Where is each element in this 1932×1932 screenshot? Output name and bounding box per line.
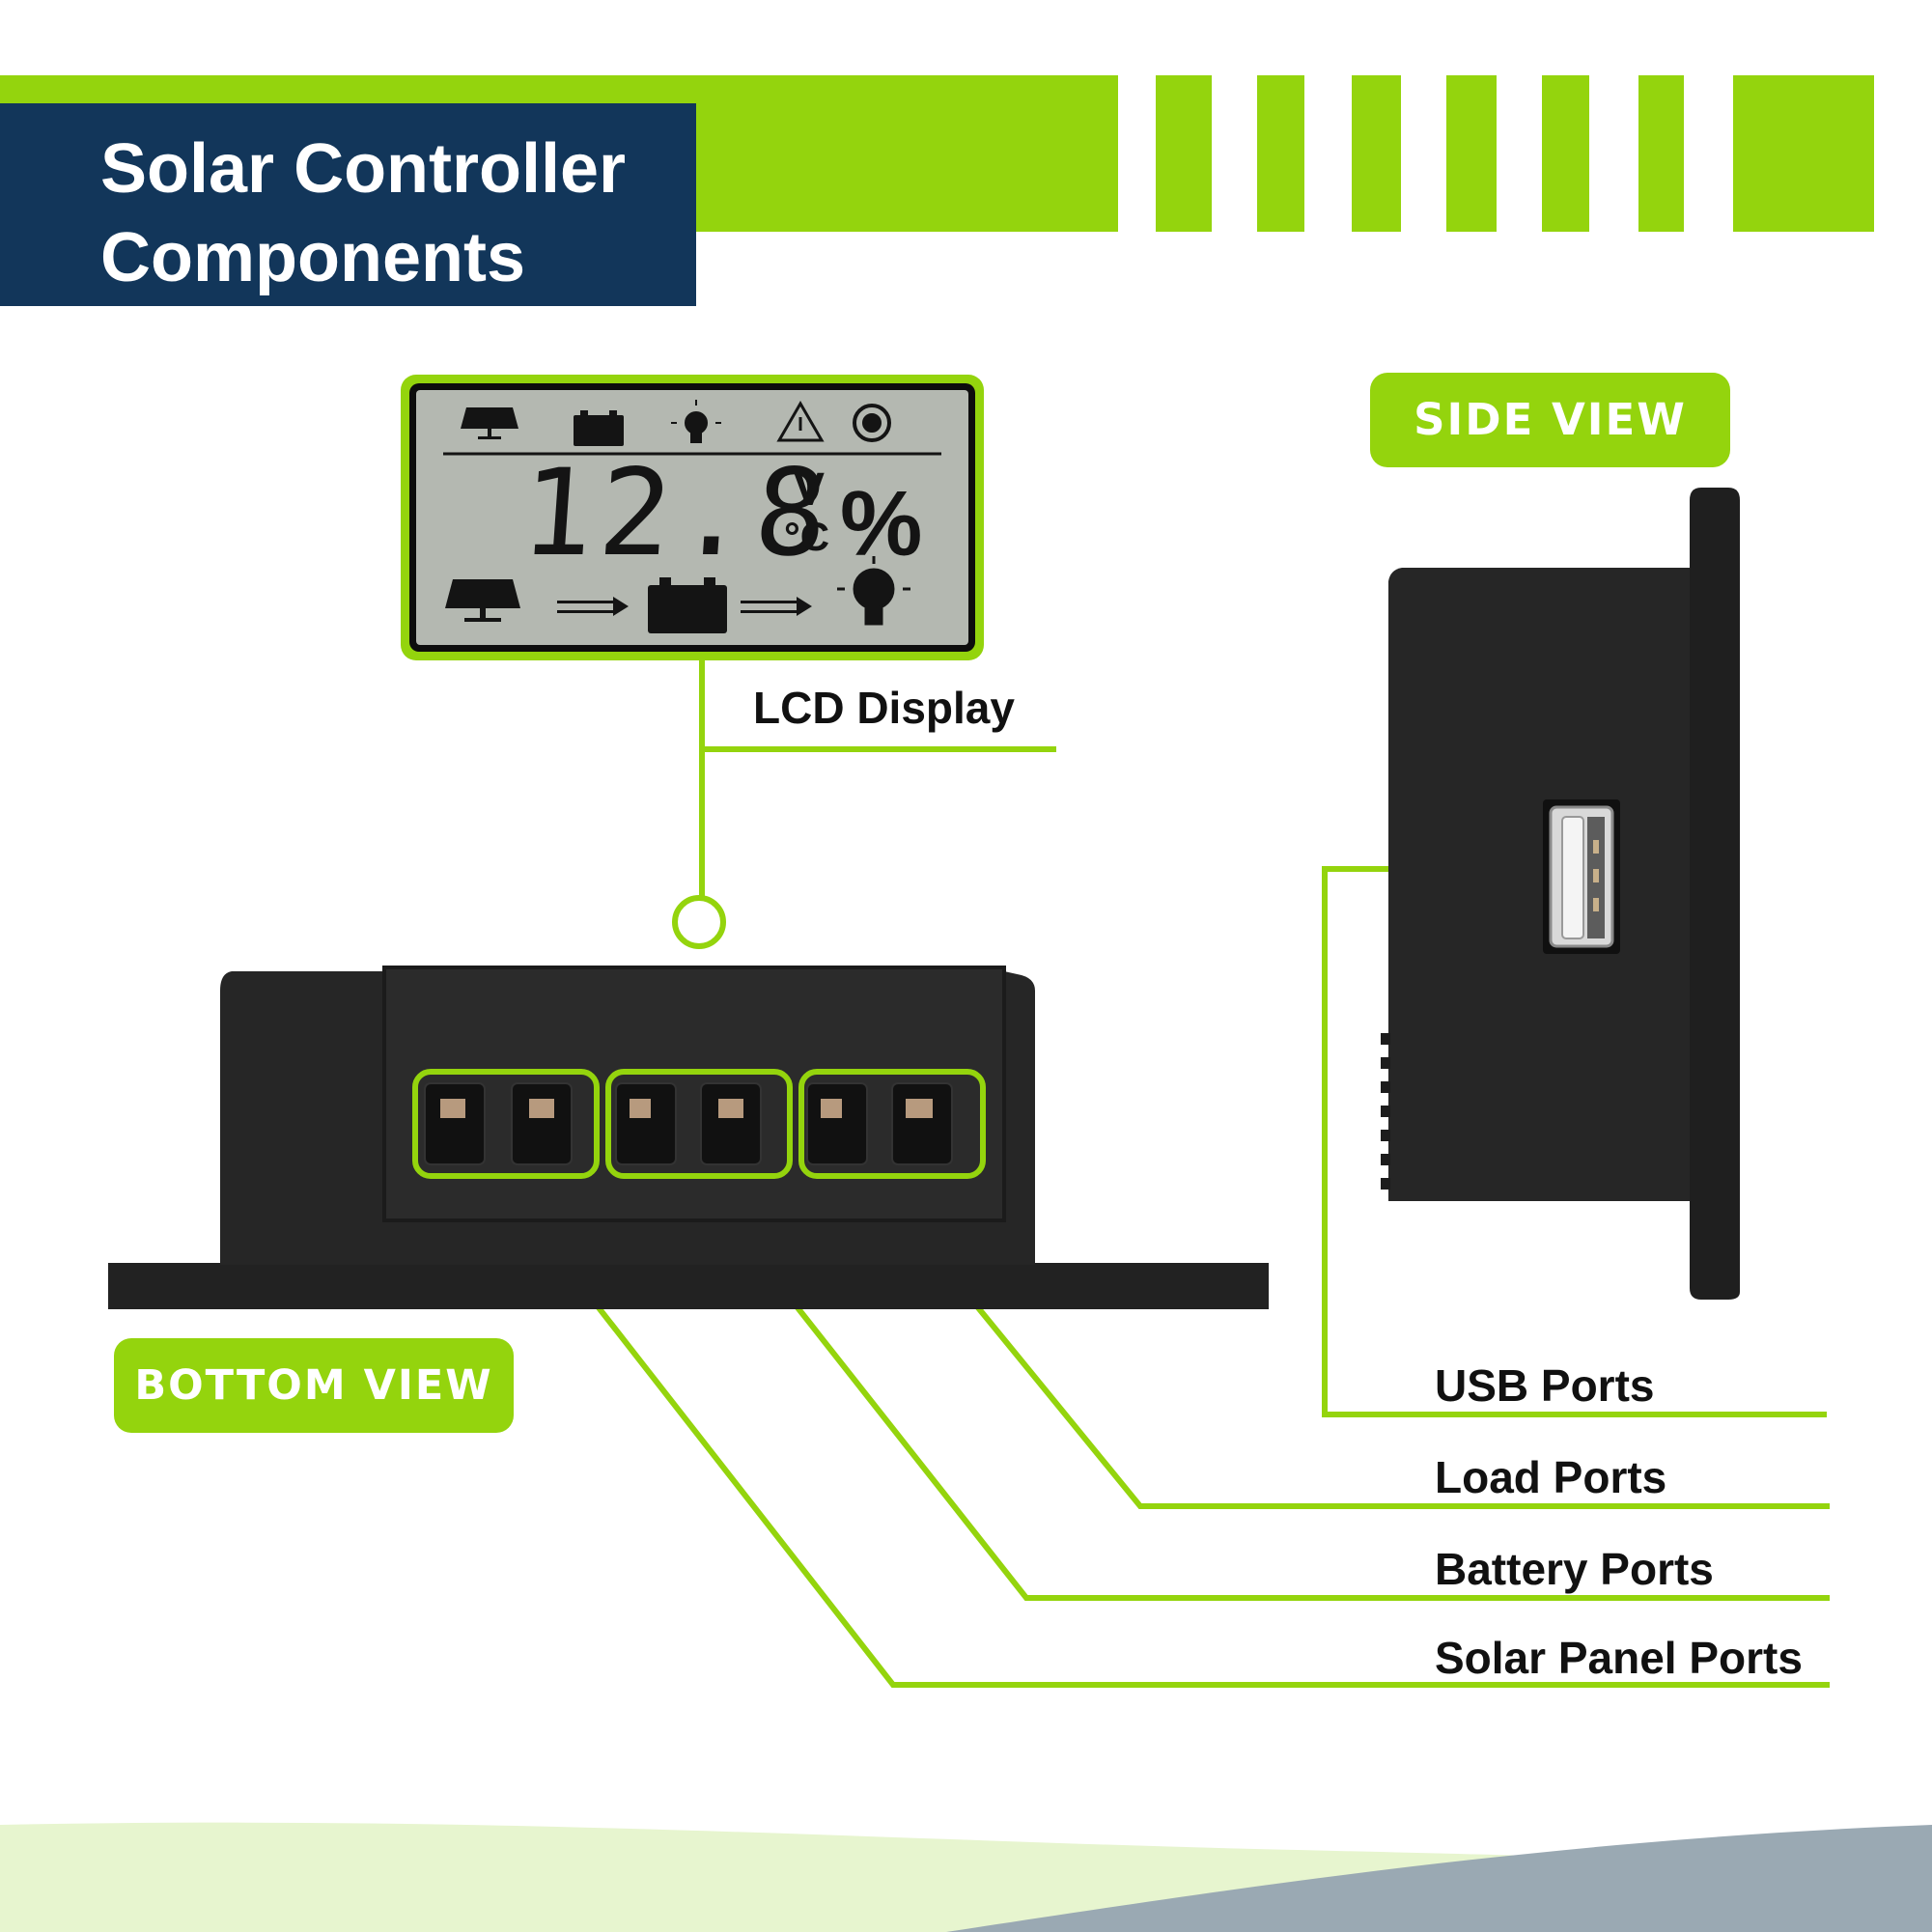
header-bar	[1257, 75, 1304, 232]
lcd-unit-voltage: V	[794, 464, 826, 516]
side-view-badge: SIDE VIEW	[1370, 373, 1730, 467]
arrow-icon	[557, 597, 629, 616]
usb-port	[1543, 799, 1620, 954]
battery-port-group	[605, 1069, 793, 1179]
warning-icon	[776, 401, 825, 442]
port	[424, 1082, 486, 1165]
solar-panel-icon	[445, 579, 520, 622]
side-body	[1388, 568, 1690, 1201]
solar-panel-icon	[461, 407, 518, 439]
battery-icon	[574, 410, 624, 446]
battery-icon	[648, 577, 727, 633]
gear-icon	[853, 404, 891, 442]
bottom-view-badge: BOTTOM VIEW	[114, 1338, 514, 1433]
terminal-screws	[440, 1099, 933, 1118]
title-line-2: Components	[100, 219, 525, 296]
port	[511, 1082, 573, 1165]
header-bar	[1156, 75, 1212, 232]
lcd-icons	[443, 400, 941, 633]
side-view-label: SIDE VIEW	[1414, 394, 1687, 445]
battery-callout-line	[689, 1172, 1830, 1601]
lcd-unit-percent: %	[840, 472, 923, 575]
load-port-group	[798, 1069, 986, 1179]
arrow-icon	[741, 597, 812, 616]
header-bar	[1733, 75, 1874, 232]
side-flange	[1690, 488, 1740, 1300]
port	[700, 1082, 762, 1165]
bottom-wave-slate	[946, 1825, 1932, 1932]
title-line-1: Solar Controller	[100, 130, 627, 208]
bottom-view-label: BOTTOM VIEW	[134, 1361, 493, 1410]
lcd-display-label: LCD Display	[753, 683, 1015, 733]
header-bar	[1446, 75, 1497, 232]
header-bar	[1638, 75, 1684, 232]
solar-port-group	[412, 1069, 600, 1179]
page-title: Solar Controller Components	[0, 103, 696, 306]
header-bar	[1542, 75, 1589, 232]
battery-ports-label: Battery Ports	[1435, 1544, 1714, 1594]
side-fins	[1381, 1033, 1390, 1190]
mounting-flange	[108, 1263, 1269, 1309]
solar-callout-line	[491, 1172, 1830, 1688]
header-bar	[1352, 75, 1401, 232]
bulb-icon	[837, 556, 910, 626]
lcd-callout-dot	[672, 895, 726, 949]
solar-panel-ports-label: Solar Panel Ports	[1435, 1633, 1803, 1683]
terminal-ports	[424, 1082, 953, 1165]
usb-ports-label: USB Ports	[1435, 1360, 1655, 1411]
bulb-icon	[671, 400, 721, 443]
lcd-unit-temperature: °C	[784, 514, 830, 559]
load-ports-label: Load Ports	[1435, 1452, 1667, 1502]
